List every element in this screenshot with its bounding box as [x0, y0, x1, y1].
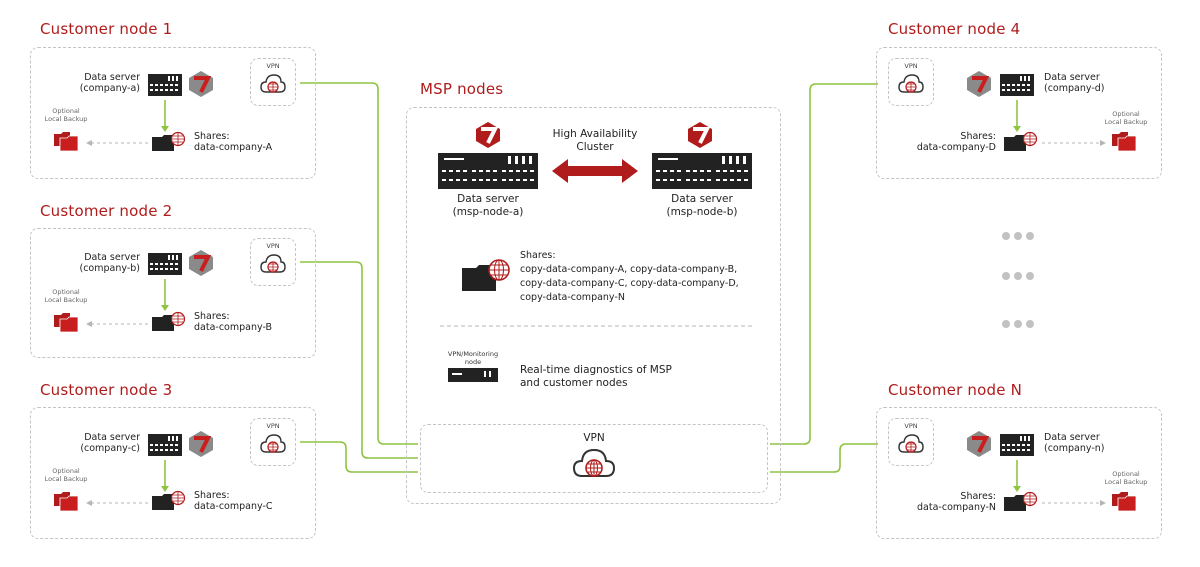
- nodeN-vpn-box[interactable]: [888, 418, 934, 466]
- node3-vpn-label: VPN: [266, 422, 280, 430]
- monitoring-description: Real-time diagnostics of MSP and custome…: [520, 364, 672, 389]
- node4-backup-label: Optional Local Backup: [1104, 110, 1148, 126]
- cloud-globe-icon: [898, 74, 924, 93]
- msp-vpn-label: VPN: [583, 432, 605, 444]
- wire-node3: [300, 441, 418, 473]
- node2-vpn-box[interactable]: [250, 238, 296, 286]
- server-icon[interactable]: [148, 434, 182, 456]
- logo-7-icon: [189, 431, 213, 457]
- wire-nodeN: [770, 443, 878, 473]
- node2-server-label: Data server (company-b): [79, 252, 141, 274]
- node4-shares-label: Shares: data-company-D: [916, 131, 996, 153]
- node2-shares-label: Shares: data-company-B: [194, 311, 273, 333]
- node4-vpn-label: VPN: [904, 62, 918, 70]
- node2-backup-label: Optional Local Backup: [44, 288, 88, 304]
- ha-cluster-label: High Availability Cluster: [552, 128, 638, 153]
- msp-title: MSP nodes: [420, 80, 504, 98]
- backup-folder-icon[interactable]: [1112, 132, 1140, 152]
- server-icon[interactable]: [148, 253, 182, 275]
- bidirectional-arrow-icon: [552, 159, 638, 183]
- server-icon[interactable]: [448, 368, 498, 382]
- node3-backup-label: Optional Local Backup: [44, 467, 88, 483]
- backup-folder-icon[interactable]: [54, 313, 82, 333]
- node2-vpn-label: VPN: [266, 242, 280, 250]
- node1-vpn-label: VPN: [266, 62, 280, 70]
- logo-7-icon: [476, 122, 500, 148]
- cloud-globe-icon: [572, 448, 616, 477]
- more-dots-icon: [1002, 232, 1034, 328]
- cloud-globe-icon: [898, 434, 924, 453]
- node1-title: Customer node 1: [40, 20, 173, 38]
- node4-title: Customer node 4: [888, 20, 1021, 38]
- msp-server-b-label: Data server (msp-node-b): [666, 193, 738, 218]
- node4-vpn-box[interactable]: [888, 58, 934, 106]
- node1-backup-label: Optional Local Backup: [44, 107, 88, 123]
- logo-7-icon: [967, 71, 991, 97]
- logo-7-icon: [189, 71, 213, 97]
- folder-globe-icon[interactable]: [152, 131, 186, 153]
- node2-box: [30, 228, 316, 358]
- backup-folder-icon[interactable]: [54, 492, 82, 512]
- node3-vpn-box[interactable]: [250, 418, 296, 466]
- nodeN-box: [876, 407, 1162, 539]
- node1-shares-label: Shares: data-company-A: [194, 131, 273, 153]
- logo-7-icon: [688, 122, 712, 148]
- node3-shares-label: Shares: data-company-C: [194, 490, 273, 512]
- node1-vpn-box[interactable]: [250, 58, 296, 106]
- server-icon[interactable]: [1000, 434, 1034, 456]
- node1-box: [30, 47, 316, 179]
- nodeN-title: Customer node N: [888, 381, 1023, 399]
- server-icon[interactable]: [652, 153, 752, 189]
- folder-globe-icon[interactable]: [152, 490, 186, 512]
- cloud-globe-icon: [260, 434, 286, 453]
- server-icon[interactable]: [1000, 74, 1034, 96]
- folder-globe-icon[interactable]: [1004, 131, 1038, 153]
- nodeN-server-label: Data server (company-n): [1044, 432, 1105, 454]
- node3-box: [30, 407, 316, 539]
- node3-title: Customer node 3: [40, 381, 173, 399]
- wire-node4: [770, 83, 878, 445]
- msp-box: [406, 107, 781, 504]
- wire-node2: [300, 261, 418, 459]
- node4-box: [876, 47, 1162, 179]
- msp-shares-label: Shares: copy-data-company-A, copy-data-c…: [520, 250, 739, 303]
- cloud-globe-icon: [260, 74, 286, 93]
- logo-7-icon: [967, 431, 991, 457]
- server-icon[interactable]: [438, 153, 538, 189]
- folder-globe-icon[interactable]: [462, 258, 512, 292]
- monitoring-node-label: VPN/Monitoring node: [447, 350, 499, 366]
- nodeN-shares-label: Shares: data-company-N: [917, 491, 996, 513]
- backup-folder-icon[interactable]: [1112, 492, 1140, 512]
- wire-node1: [300, 82, 418, 445]
- node4-server-label: Data server (company-d): [1044, 72, 1105, 94]
- node3-server-label: Data server (company-c): [80, 432, 140, 454]
- server-icon[interactable]: [148, 74, 182, 96]
- nodeN-backup-label: Optional Local Backup: [1104, 470, 1148, 486]
- logo-7-icon: [189, 250, 213, 276]
- node1-server-label: Data server (company-a): [79, 72, 140, 94]
- backup-folder-icon[interactable]: [54, 132, 82, 152]
- node2-title: Customer node 2: [40, 202, 173, 220]
- cloud-globe-icon: [260, 254, 286, 273]
- msp-server-a-label: Data server (msp-node-a): [452, 193, 524, 218]
- folder-globe-icon[interactable]: [1004, 491, 1038, 513]
- msp-vpn-box[interactable]: [420, 424, 768, 493]
- nodeN-vpn-label: VPN: [904, 422, 918, 430]
- folder-globe-icon[interactable]: [152, 311, 186, 333]
